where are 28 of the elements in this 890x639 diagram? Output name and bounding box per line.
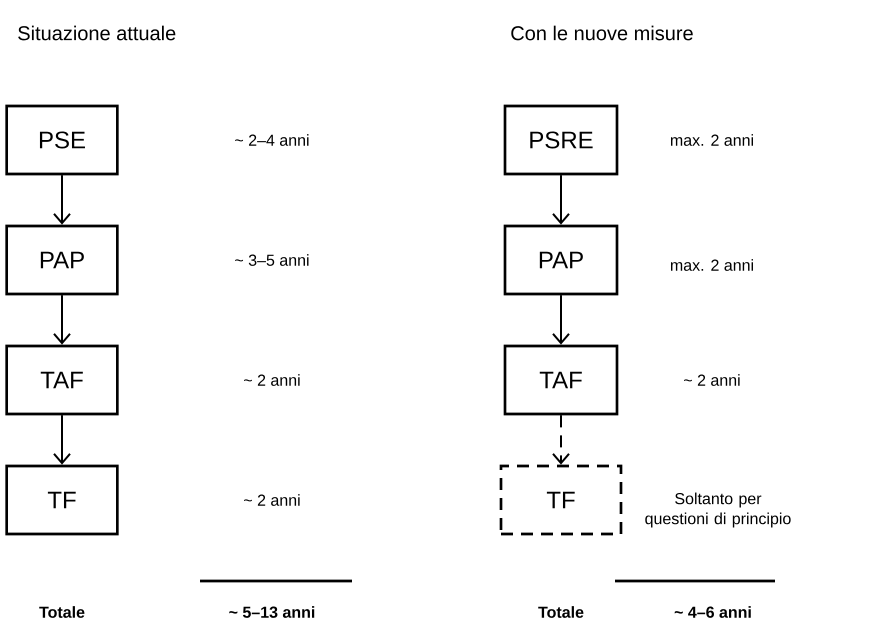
duration-text: max. 2 anni xyxy=(670,134,753,146)
arrow xyxy=(552,295,570,345)
process-box: TAF xyxy=(504,344,618,416)
total-value: ~ 4–6 anni xyxy=(674,606,751,618)
duration-text: max. 2 anni xyxy=(670,259,753,271)
total-value: ~ 5–13 anni xyxy=(229,606,314,618)
heading: Con le nuove misure xyxy=(511,26,693,40)
duration-text: ~ 3–5 anni xyxy=(235,254,308,266)
process-box: TAF xyxy=(5,344,119,416)
process-box: TF xyxy=(5,464,119,536)
arrow xyxy=(53,295,71,345)
duration-text: ~ 2 anni xyxy=(244,374,300,386)
process-box: PAP xyxy=(504,224,618,296)
arrow xyxy=(53,415,71,465)
duration-text: ~ 2 anni xyxy=(684,374,740,386)
process-box: PAP xyxy=(5,224,119,296)
duration-text: ~ 2–4 anni xyxy=(235,134,308,146)
total-label: Totale xyxy=(39,606,84,618)
arrow xyxy=(552,415,570,465)
arrow xyxy=(53,175,71,225)
process-box: PSRE xyxy=(504,104,618,176)
note-text: Soltanto per questioni di principio xyxy=(645,492,791,528)
arrow xyxy=(552,175,570,225)
process-box: PSE xyxy=(5,104,119,176)
process-box: TF xyxy=(500,464,622,536)
total-label: Totale xyxy=(538,606,584,618)
heading: Situazione attuale xyxy=(18,26,176,40)
duration-text: ~ 2 anni xyxy=(244,494,300,506)
